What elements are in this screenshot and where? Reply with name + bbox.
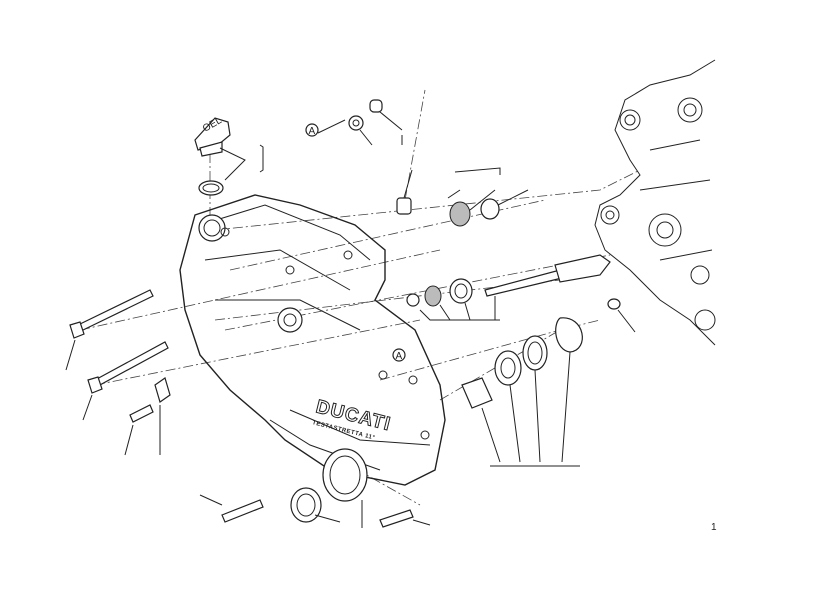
svg-text:A: A: [309, 126, 316, 137]
o-ring: [607, 298, 621, 310]
clutch-pushrod-shaft: [484, 269, 563, 297]
bushing: [396, 197, 412, 215]
clutch-cover: DUCATI TESTASTRETTA 11°: [179, 194, 446, 502]
reference-a-marker: [305, 123, 319, 137]
svg-text:A: A: [396, 351, 403, 362]
engine-crankcase: [594, 59, 716, 346]
top-plug-and-washer: A: [305, 99, 413, 215]
page-number: 1: [711, 522, 717, 533]
assembly-axis-lines: [79, 89, 641, 506]
reference-a-marker-cover: A: [392, 348, 406, 362]
bearings-and-spring: [406, 167, 611, 321]
oil-filler-cap: OEL: [194, 115, 264, 196]
cover-bolts: [65, 289, 431, 528]
seal-stack: [461, 317, 583, 467]
